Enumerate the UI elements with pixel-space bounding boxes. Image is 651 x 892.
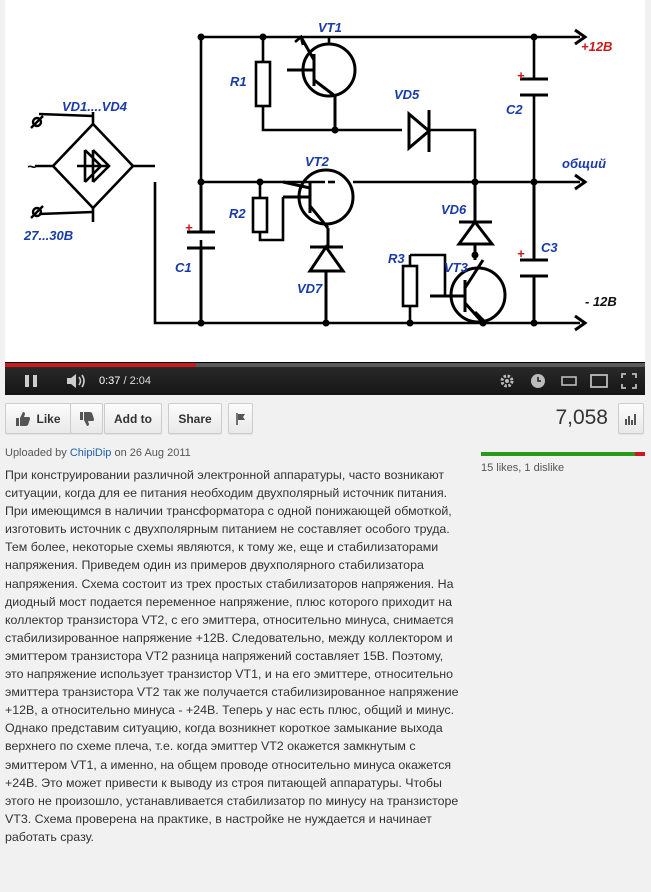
vt3-label: VT3 <box>444 260 469 275</box>
vd5-label: VD5 <box>394 87 420 102</box>
diode-bridge <box>35 112 155 222</box>
settings-button[interactable] <box>494 367 520 395</box>
speaker-icon <box>67 374 85 388</box>
vd6-diode <box>456 182 496 260</box>
c1-capacitor <box>187 182 215 323</box>
gear-icon <box>500 374 514 388</box>
sentiment-bar <box>481 452 645 456</box>
r3-resistor <box>401 264 419 308</box>
bar-chart-icon <box>625 413 636 425</box>
minus12-label: - 12В <box>585 294 617 309</box>
tilde-label: ~ <box>27 159 37 176</box>
share-button[interactable]: Share <box>168 403 222 434</box>
input-voltage-label: 27...30В <box>23 228 73 243</box>
uploader-link[interactable]: ChipiDip <box>69 447 112 459</box>
sentiment-text: 15 likes, 1 dislike <box>481 462 565 474</box>
add-to-button[interactable]: Add to <box>104 403 162 434</box>
c3-plus: + <box>517 246 525 261</box>
video-frame[interactable]: VT1 VT2 VT3 VD1....VD4 VD5 VD6 VD7 R1 R2… <box>5 0 645 362</box>
input-terminal-bottom <box>31 206 43 218</box>
fullscreen-button[interactable] <box>616 367 642 395</box>
common-label: общий <box>562 156 606 171</box>
flag-icon <box>235 412 245 425</box>
c1-plus: + <box>185 220 193 235</box>
r2-label: R2 <box>229 206 246 221</box>
r3-label: R3 <box>388 251 405 266</box>
time-display: 0:37 / 2:04 <box>99 367 151 395</box>
watch-later-button[interactable] <box>525 367 551 395</box>
r2-resistor <box>251 196 269 234</box>
vd7-diode <box>307 244 346 323</box>
input-terminal-top <box>31 116 43 128</box>
like-label: Like <box>36 411 61 426</box>
c2-label: C2 <box>506 102 523 117</box>
upload-middle: on <box>111 447 130 459</box>
c2-plus: + <box>517 68 525 83</box>
r1-resistor <box>254 60 272 108</box>
upload-info: Uploaded by ChipiDip on 26 Aug 2011 <box>5 447 191 459</box>
vt1-transistor <box>287 34 357 130</box>
upload-date: 26 Aug 2011 <box>129 447 191 459</box>
current-time: 0:37 <box>99 375 121 387</box>
vd6-label: VD6 <box>441 202 467 217</box>
c2-capacitor <box>520 77 548 97</box>
progress-bar[interactable] <box>5 363 645 367</box>
vt2-label: VT2 <box>305 154 330 169</box>
vd14-label: VD1....VD4 <box>62 99 128 114</box>
like-button[interactable]: Like <box>5 403 71 434</box>
pause-button[interactable] <box>15 367 47 395</box>
fullscreen-icon <box>621 373 637 389</box>
c1-label: C1 <box>175 260 192 275</box>
vd5-diode <box>407 110 432 152</box>
circuit-schematic: VT1 VT2 VT3 VD1....VD4 VD5 VD6 VD7 R1 R2… <box>23 20 617 332</box>
player-control-bar: 0:37 / 2:04 <box>5 362 645 395</box>
r1-label: R1 <box>230 74 247 89</box>
small-player-icon <box>561 376 577 386</box>
thumbs-down-icon <box>79 411 94 426</box>
volume-button[interactable] <box>62 367 90 395</box>
flag-button[interactable] <box>228 403 253 434</box>
vd7-label: VD7 <box>297 281 323 296</box>
thumbs-up-icon <box>16 411 31 426</box>
stats-button[interactable] <box>618 403 644 434</box>
video-description: При конструировании различной электронно… <box>5 468 459 844</box>
vt3-transistor <box>430 259 507 325</box>
c3-capacitor <box>520 182 548 323</box>
pause-icon <box>25 375 37 387</box>
sentiment-like-fill <box>481 452 635 456</box>
duration: 2:04 <box>129 375 152 387</box>
vt1-label: VT1 <box>318 20 342 35</box>
time-separator: / <box>120 375 130 387</box>
dislike-button[interactable] <box>70 403 103 434</box>
plus12-label: +12В <box>581 39 612 54</box>
large-player-icon <box>590 374 608 388</box>
large-player-button[interactable] <box>586 367 612 395</box>
small-player-button[interactable] <box>556 367 582 395</box>
vt2-transistor <box>282 168 355 247</box>
clock-icon <box>531 374 545 388</box>
view-count: 7,058 <box>555 406 608 429</box>
upload-prefix: Uploaded by <box>5 447 70 459</box>
progress-played <box>5 363 196 367</box>
c3-label: C3 <box>541 240 558 255</box>
